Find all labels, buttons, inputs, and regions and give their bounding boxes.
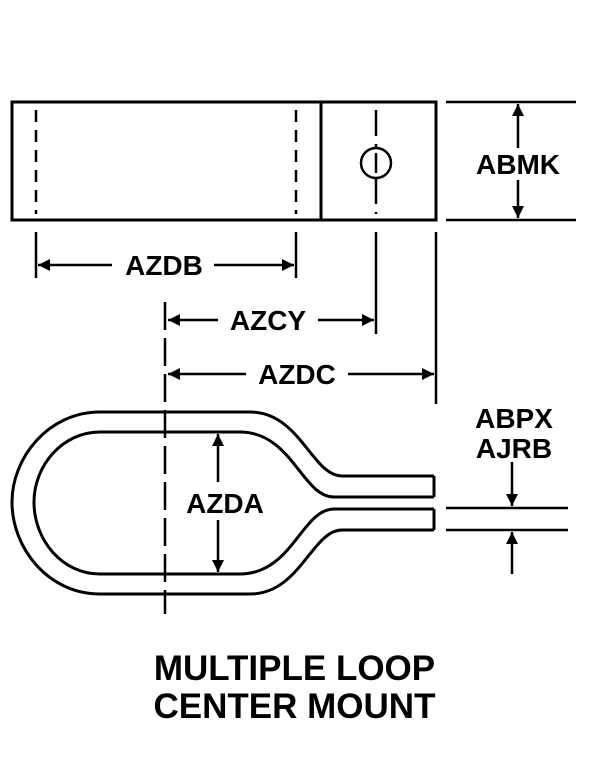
top-view-outline [10,100,438,222]
azdc-label: AZDC [258,359,336,390]
drawing-caption: MULTIPLE LOOP CENTER MOUNT [0,650,589,726]
ajrb-label: AJRB [476,433,552,464]
azda-label: AZDA [186,488,264,519]
azdb-label: AZDB [125,250,203,281]
loop-outer-outline [10,410,434,596]
abmk-dimension [446,100,576,222]
caption-line-1: MULTIPLE LOOP [153,649,436,688]
side-view [10,410,436,596]
azcy-label: AZCY [230,305,307,336]
extension-lines [34,232,438,404]
abmk-label: ABMK [476,149,560,180]
loop-inner-outline [32,430,434,576]
top-view [10,100,438,222]
abpx-label: ABPX [475,403,553,434]
abpx-ajrb-dimension [446,462,568,574]
caption-line-2: CENTER MOUNT [153,687,436,726]
